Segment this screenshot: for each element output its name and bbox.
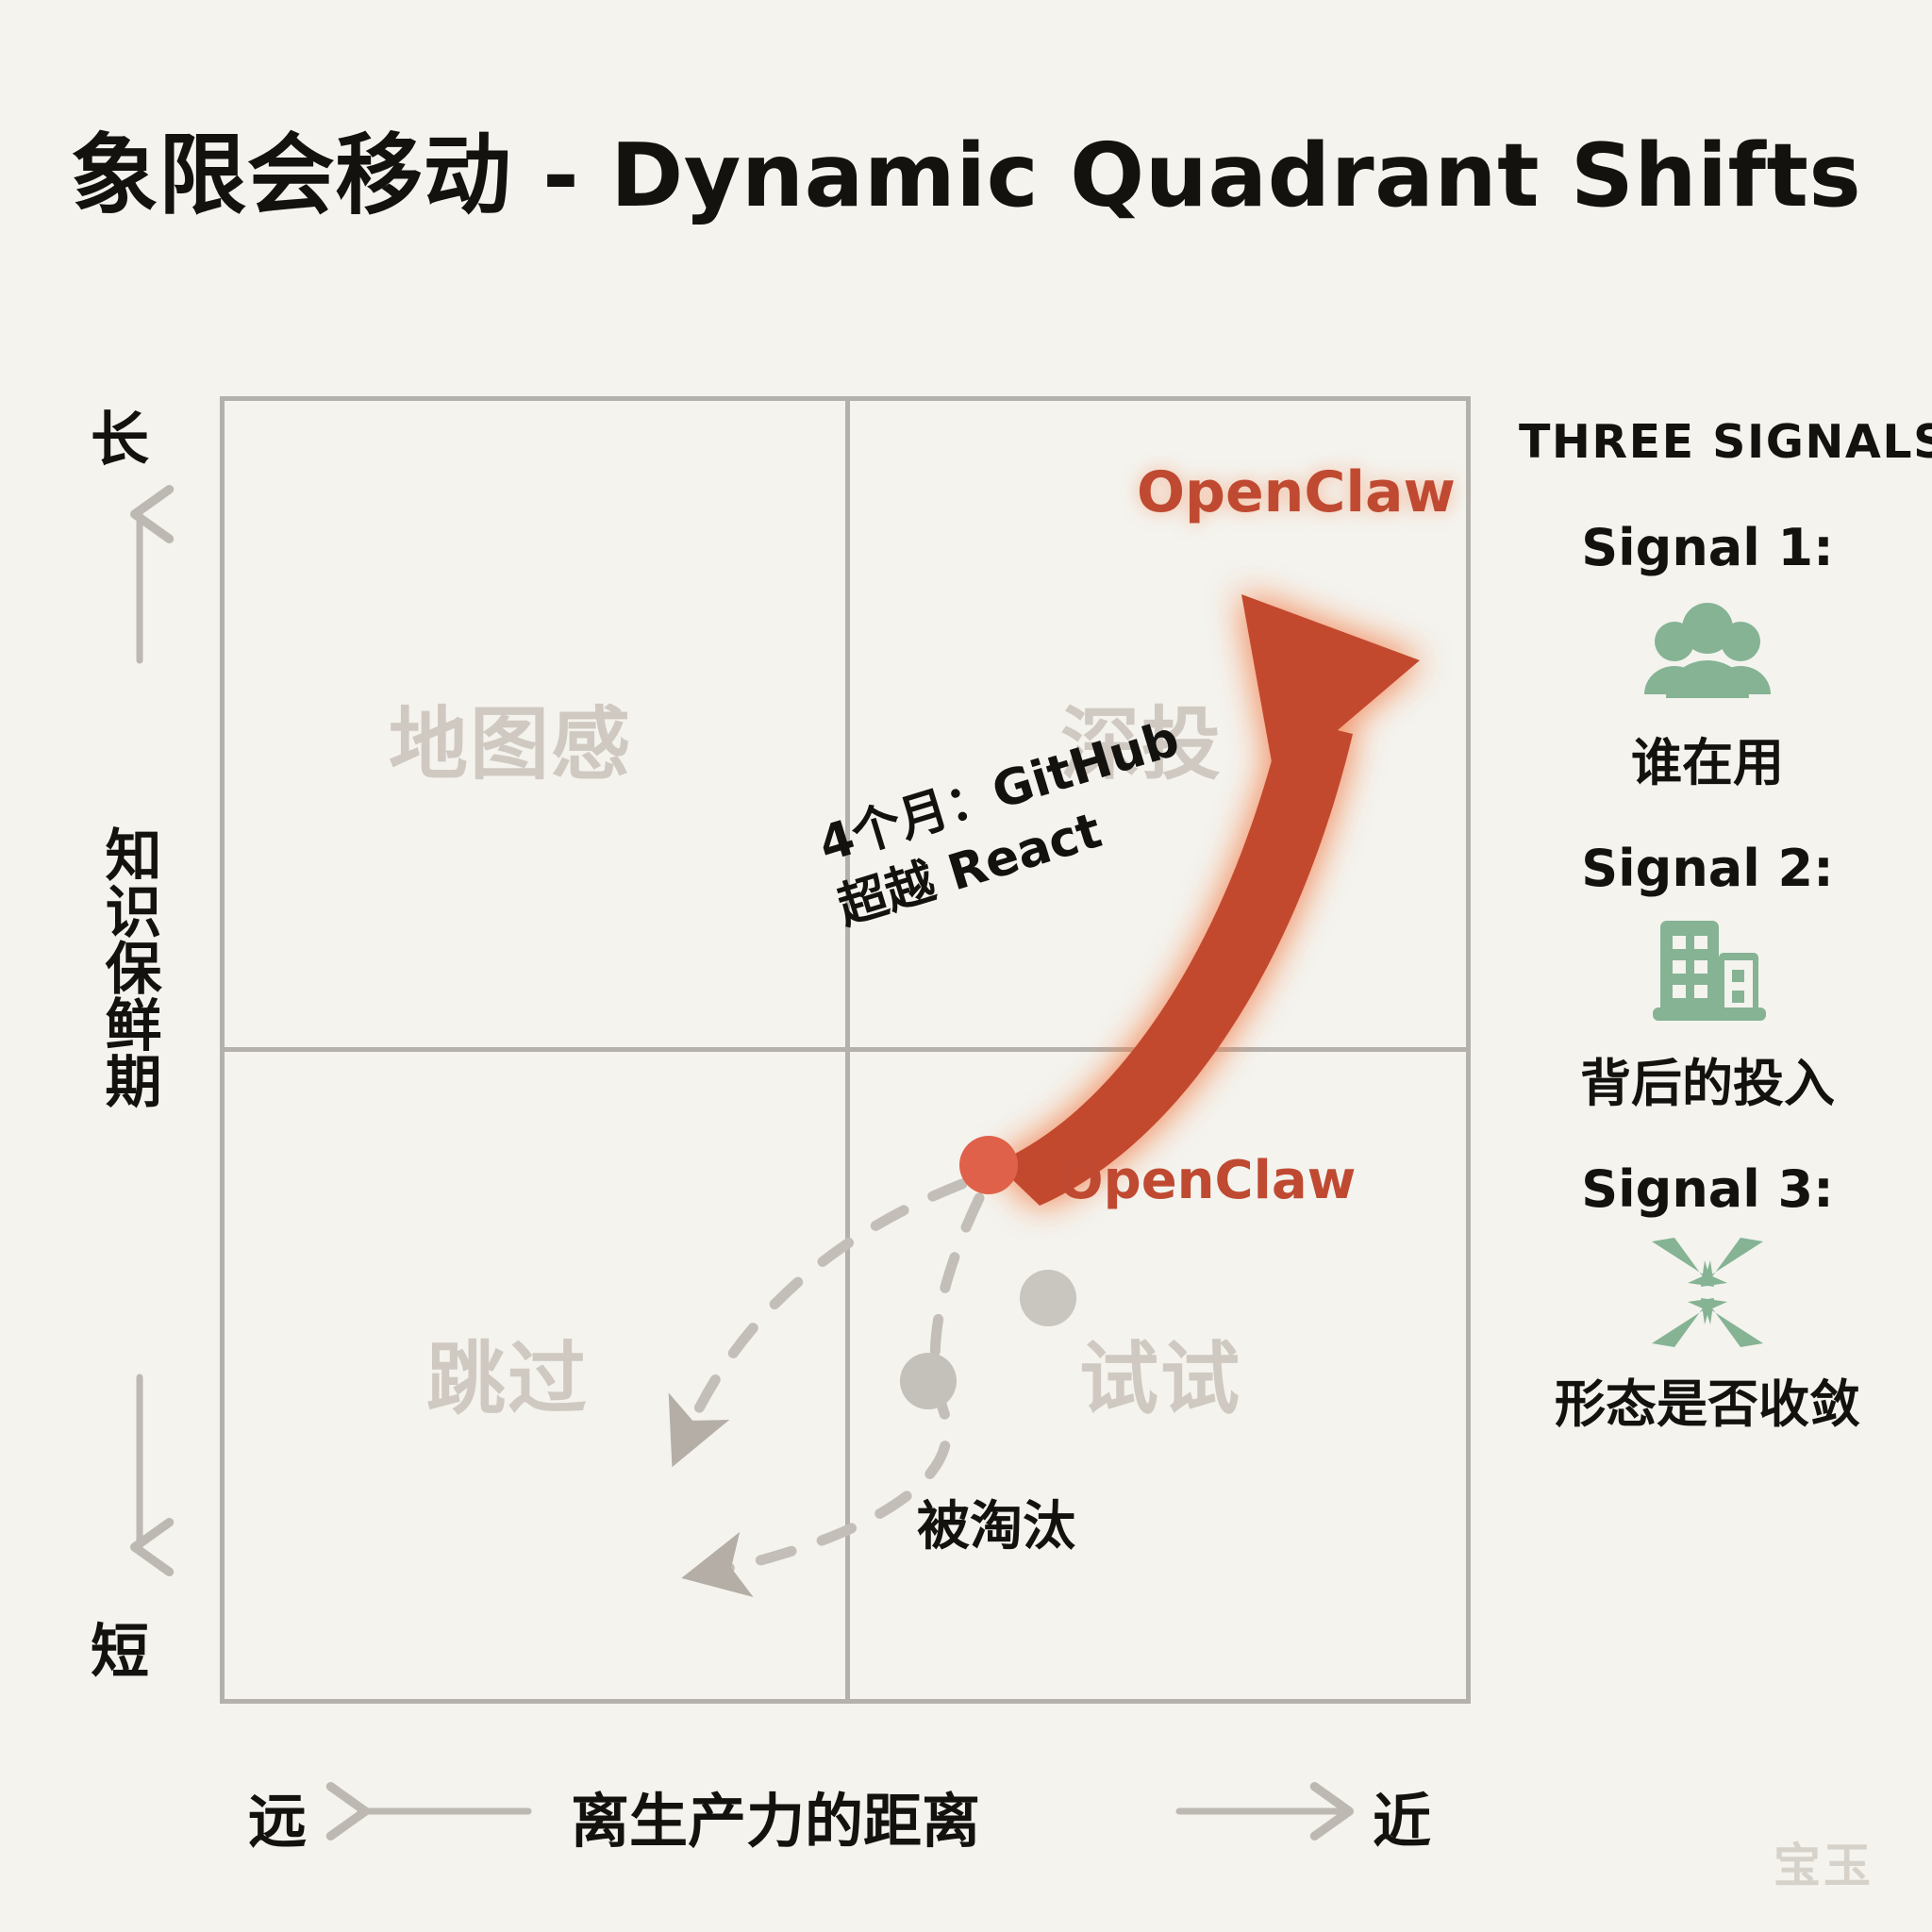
openclaw-label-bottom: OpenClaw: [1058, 1150, 1357, 1211]
watermark: 宝玉: [1774, 1839, 1874, 1893]
page-title: 象限会移动 - Dynamic Quadrant Shifts: [70, 125, 1862, 226]
x-axis-left-label: 远: [248, 1787, 308, 1856]
openclaw-label-top: OpenClaw: [1137, 459, 1456, 525]
signal-1-caption: 谁在用: [1631, 733, 1784, 792]
x-axis-right-label: 近: [1373, 1787, 1432, 1856]
quadrant-label-bottom-right: 试试: [1079, 1333, 1242, 1425]
signal-3-caption: 形态是否收敛: [1555, 1374, 1860, 1434]
signal-3-title: Signal 3:: [1581, 1159, 1834, 1219]
signal-1-title: Signal 1:: [1581, 518, 1834, 577]
y-axis-low-label: 短: [91, 1617, 150, 1686]
office-building-icon: [1519, 915, 1896, 1028]
signals-heading: THREE SIGNALS: [1519, 415, 1932, 469]
quadrant-label-bottom-left: 跳过: [426, 1333, 590, 1425]
signal-item-3: Signal 3: 形态是否收敛: [1519, 1159, 1896, 1437]
signals-panel: THREE SIGNALS Signal 1: 谁在用 Signal 2:: [1519, 415, 1932, 1480]
y-axis-high-label: 长: [91, 405, 150, 474]
converge-arrows-icon: [1519, 1236, 1896, 1349]
signal-item-1: Signal 1: 谁在用: [1519, 518, 1896, 795]
quadrant-label-top-left: 地图感: [389, 698, 633, 791]
signal-2-caption: 背后的投入: [1580, 1054, 1835, 1113]
signal-item-2: Signal 2: 背后的投入: [1519, 839, 1896, 1116]
y-axis-title: 知识保鲜期: [95, 825, 161, 1108]
people-group-icon: [1519, 594, 1896, 708]
quadrant-horizontal-divider: [220, 1047, 1471, 1052]
x-axis-title: 离生产力的距离: [571, 1787, 981, 1856]
decline-annotation: 被淘汰: [917, 1496, 1075, 1557]
signal-2-title: Signal 2:: [1581, 839, 1834, 898]
